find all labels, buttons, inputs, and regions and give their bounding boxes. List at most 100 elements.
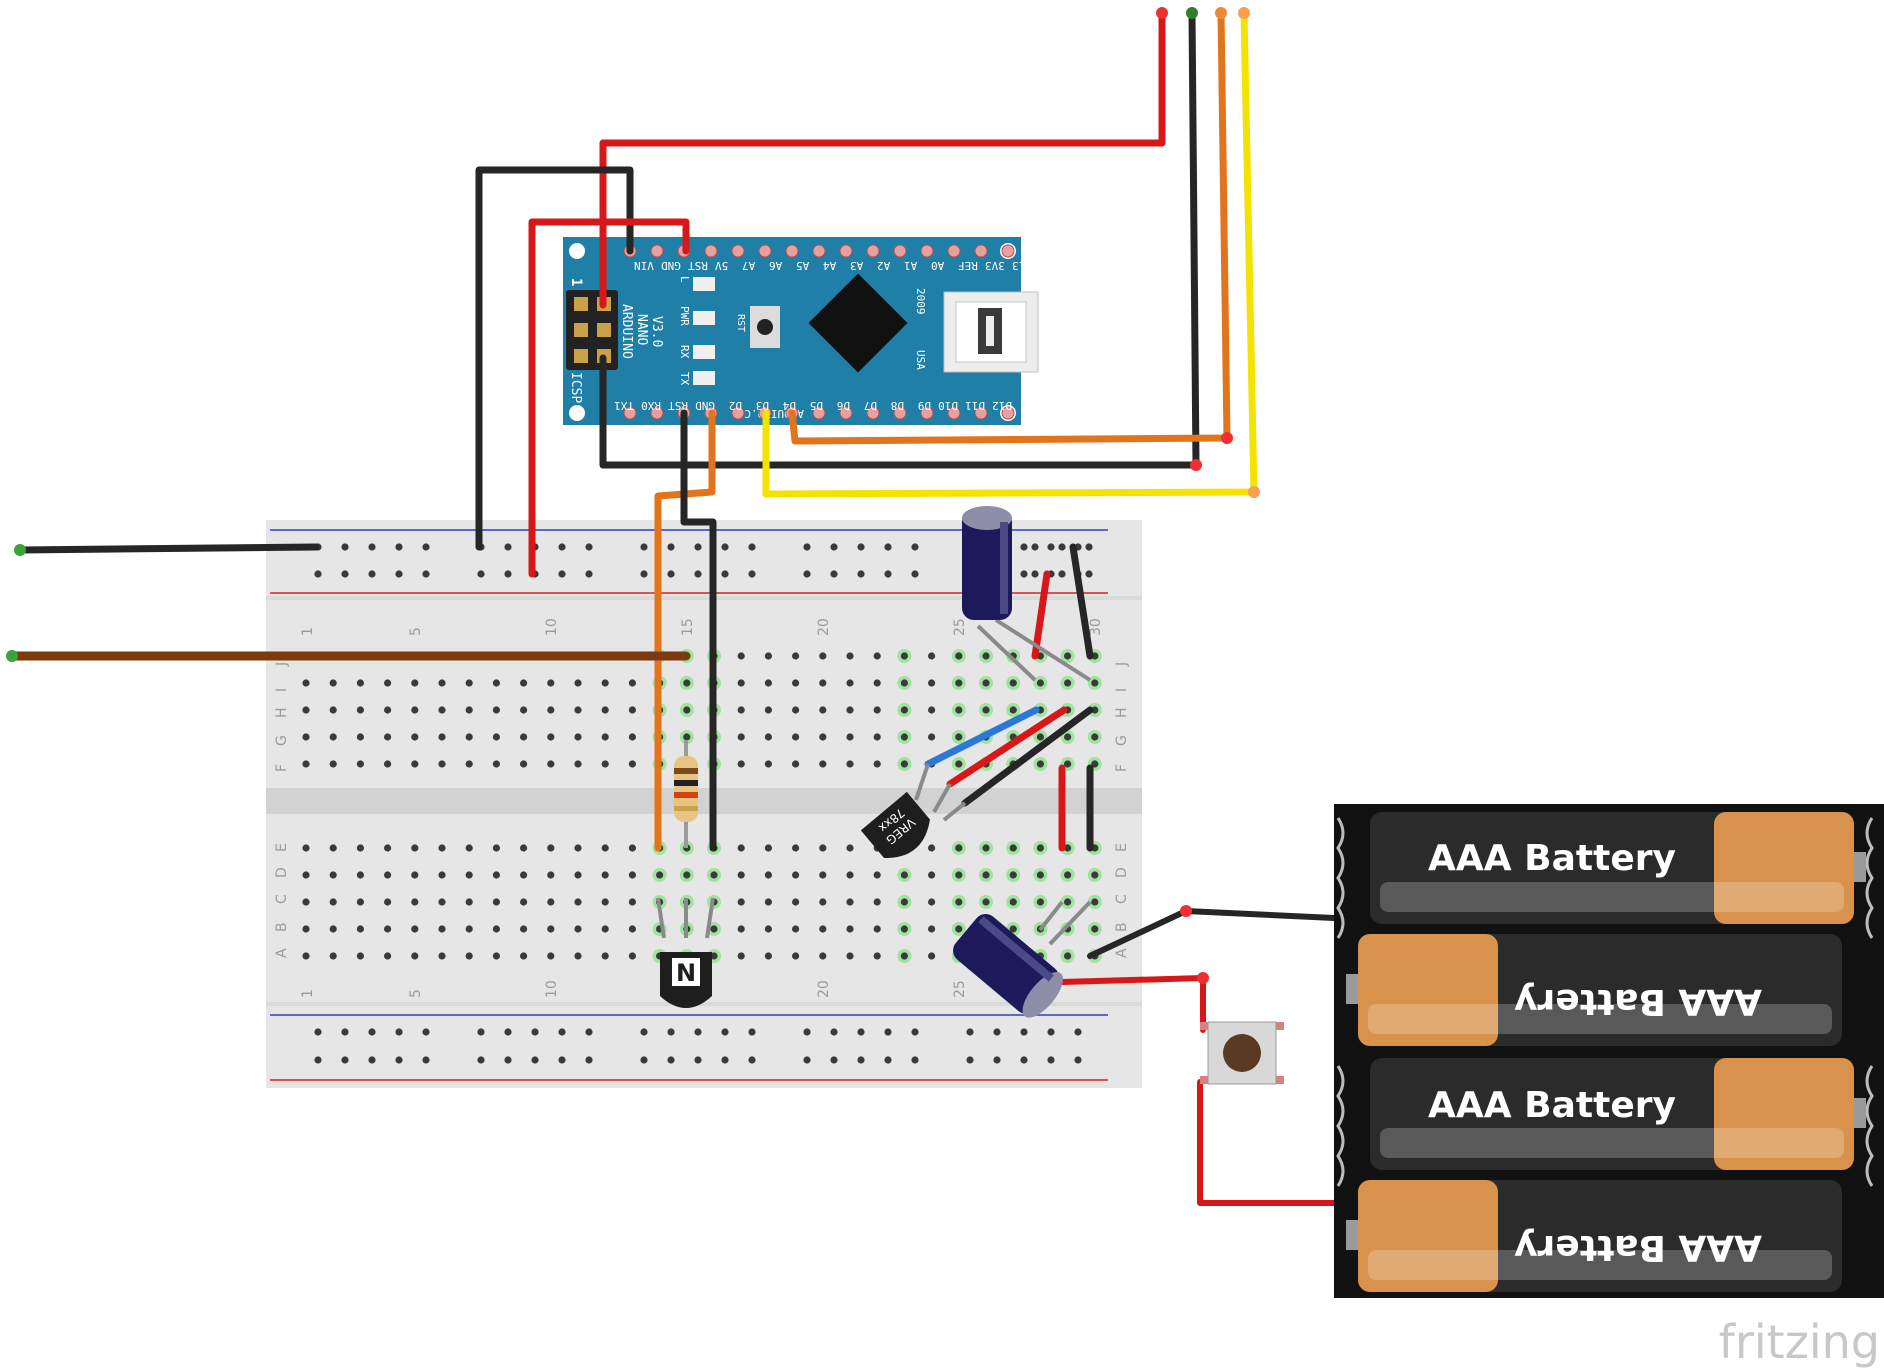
rail-hole[interactable] [1020,1028,1028,1036]
rail-hole[interactable] [422,1056,430,1064]
rail-hole[interactable] [1020,543,1028,551]
npn-transistor[interactable]: N [656,897,715,1008]
breadboard-hole[interactable] [982,844,990,852]
rail-hole[interactable] [341,1028,349,1036]
breadboard-hole[interactable] [1091,760,1099,768]
breadboard-hole[interactable] [438,844,446,852]
rail-hole[interactable] [640,1056,648,1064]
breadboard-hole[interactable] [384,844,392,852]
breadboard-hole[interactable] [492,679,500,687]
breadboard-hole[interactable] [900,652,909,660]
breadboard-hole[interactable] [384,679,392,687]
breadboard-hole[interactable] [1091,898,1099,906]
breadboard-hole[interactable] [411,733,419,741]
header-pin-bottom[interactable] [1001,406,1015,420]
wire-red-diagonal[interactable] [946,706,1068,788]
rail-hole[interactable] [803,1056,811,1064]
rail-hole[interactable] [640,1028,648,1036]
breadboard-hole[interactable] [819,679,827,687]
rail-hole[interactable] [314,1028,322,1036]
rail-hole[interactable] [911,1056,919,1064]
breadboard-hole[interactable] [574,679,582,687]
rail-hole[interactable] [368,543,376,551]
rail-hole[interactable] [558,543,566,551]
breadboard-hole[interactable] [520,733,528,741]
wire-orange-d5-to-offboard[interactable] [788,9,1231,445]
breadboard-hole[interactable] [955,652,963,660]
breadboard-hole[interactable] [955,871,963,879]
breadboard-hole[interactable] [574,925,582,933]
breadboard-hole[interactable] [683,733,691,741]
breadboard-hole[interactable] [384,871,392,879]
rail-hole[interactable] [422,1028,430,1036]
header-pin-bottom[interactable] [839,406,853,420]
rail-hole[interactable] [993,1056,1001,1064]
breadboard-hole[interactable] [928,898,936,906]
breadboard-hole[interactable] [520,760,528,768]
breadboard-hole[interactable] [329,760,337,768]
breadboard-hole[interactable] [492,898,500,906]
push-button[interactable] [1200,1021,1284,1085]
rail-hole[interactable] [1020,570,1028,578]
breadboard-hole[interactable] [302,844,310,852]
breadboard-hole[interactable] [628,679,637,687]
breadboard-hole[interactable] [846,952,854,960]
breadboard-hole[interactable] [547,760,555,768]
breadboard-hole[interactable] [574,844,582,852]
rail-hole[interactable] [504,1028,512,1036]
breadboard-hole[interactable] [846,898,854,906]
breadboard-hole[interactable] [492,925,500,933]
breadboard-hole[interactable] [873,652,881,660]
breadboard-hole[interactable] [601,925,609,933]
breadboard-hole[interactable] [928,706,936,714]
breadboard-hole[interactable] [547,898,555,906]
rail-hole[interactable] [368,1056,376,1064]
resistor-body[interactable] [674,756,698,822]
header-pin-top[interactable] [1001,244,1015,258]
rail-hole[interactable] [721,570,729,578]
breadboard-hole[interactable] [737,952,745,960]
breadboard-hole[interactable] [737,733,745,741]
breadboard-hole[interactable] [438,706,446,714]
rail-hole[interactable] [585,543,593,551]
rail-hole[interactable] [721,1028,729,1036]
breadboard-hole[interactable] [764,733,773,741]
breadboard-hole[interactable] [492,871,500,879]
breadboard-hole[interactable] [819,706,827,714]
breadboard-hole[interactable] [1064,898,1072,906]
breadboard-hole[interactable] [329,679,337,687]
breadboard-hole[interactable] [465,925,473,933]
breadboard-hole[interactable] [900,679,909,687]
rail-hole[interactable] [640,570,648,578]
breadboard-hole[interactable] [764,952,773,960]
rail-hole[interactable] [422,570,430,578]
header-pin-bottom[interactable] [974,406,988,420]
rail-hole[interactable] [748,1056,756,1064]
breadboard-hole[interactable] [792,652,800,660]
header-pin-top[interactable] [839,244,853,258]
breadboard-hole[interactable] [792,844,800,852]
breadboard-hole[interactable] [764,760,773,768]
rail-hole[interactable] [667,543,675,551]
header-pin-bottom[interactable] [731,406,745,420]
breadboard-hole[interactable] [356,871,364,879]
breadboard-hole[interactable] [1009,898,1017,906]
breadboard-hole[interactable] [384,706,392,714]
rail-hole[interactable] [477,570,485,578]
rail-hole[interactable] [803,1028,811,1036]
breadboard-hole[interactable] [819,652,827,660]
switch-cap[interactable] [1223,1034,1261,1072]
breadboard-hole[interactable] [520,706,528,714]
reset-button[interactable]: RST [735,306,780,348]
header-pin-top[interactable] [731,244,745,258]
breadboard-hole[interactable] [547,679,555,687]
breadboard-hole[interactable] [737,925,745,933]
breadboard-hole[interactable] [356,760,364,768]
breadboard-hole[interactable] [955,733,963,741]
breadboard-hole[interactable] [819,844,827,852]
breadboard-hole[interactable] [846,760,854,768]
rail-hole[interactable] [504,543,512,551]
rail-hole[interactable] [1058,570,1066,578]
header-pin-top[interactable] [650,244,664,258]
breadboard-hole[interactable] [900,898,909,906]
